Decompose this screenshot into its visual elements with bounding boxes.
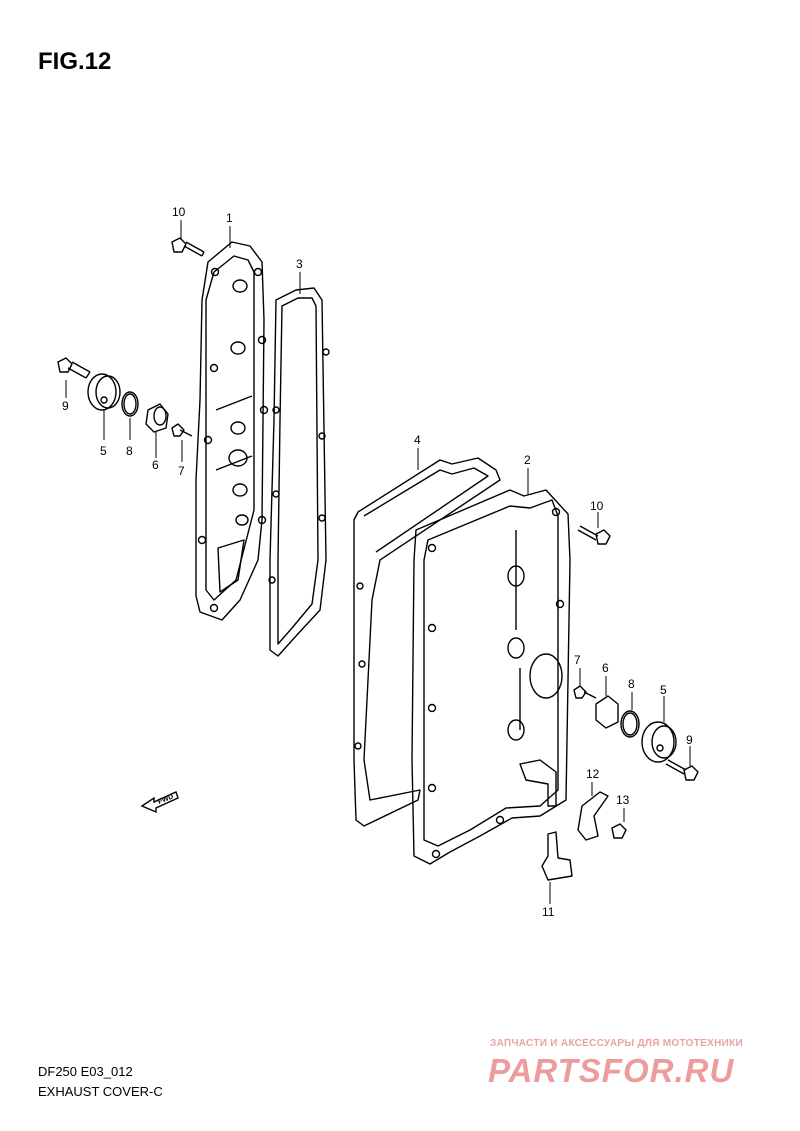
label-part-6-right: 6 <box>602 661 609 675</box>
fwd-direction-arrow: FWD <box>140 791 179 814</box>
model-code: DF250 E03_012 <box>38 1064 133 1079</box>
label-part-1: 1 <box>226 211 233 225</box>
label-part-6: 6 <box>152 458 159 472</box>
label-part-12: 12 <box>586 767 600 781</box>
part-1-inner-exhaust-cover <box>195 241 269 621</box>
label-part-5: 5 <box>100 444 107 458</box>
right-fastener-set <box>573 525 699 781</box>
label-part-10: 10 <box>172 205 186 219</box>
leader-lines <box>65 220 691 904</box>
label-part-8: 8 <box>126 444 133 458</box>
figure-title: FIG.12 <box>38 48 112 75</box>
label-part-8-right: 8 <box>628 677 635 691</box>
label-part-10-right: 10 <box>590 499 604 513</box>
label-part-3: 3 <box>296 257 303 271</box>
diagram-footer: DF250 E03_012 EXHAUST COVER-C <box>38 1062 163 1102</box>
label-part-7-right: 7 <box>574 653 581 667</box>
part-2-outer-exhaust-cover <box>411 489 571 865</box>
left-fastener-set <box>57 357 193 437</box>
label-part-5-right: 5 <box>660 683 667 697</box>
watermark-logo: PARTSFOR.RU <box>488 1052 735 1089</box>
label-part-7: 7 <box>178 464 185 478</box>
label-part-11: 11 <box>542 905 555 919</box>
label-part-2: 2 <box>524 453 531 467</box>
bolt-10-top <box>171 237 205 257</box>
clamp-parts <box>541 791 627 881</box>
label-part-13: 13 <box>616 793 630 807</box>
label-part-4: 4 <box>414 433 421 447</box>
part-3-gasket <box>268 287 330 657</box>
section-name: EXHAUST COVER-C <box>38 1084 163 1099</box>
part-labels: 10 1 3 4 2 10 9 5 8 6 7 7 6 8 5 9 12 13 … <box>62 205 693 919</box>
watermark-caption: ЗАПЧАСТИ И АКСЕССУАРЫ ДЛЯ МОТОТЕХНИКИ <box>490 1038 743 1049</box>
part-4-gasket <box>353 457 501 827</box>
label-part-9: 9 <box>62 399 69 413</box>
label-part-9-right: 9 <box>686 733 693 747</box>
